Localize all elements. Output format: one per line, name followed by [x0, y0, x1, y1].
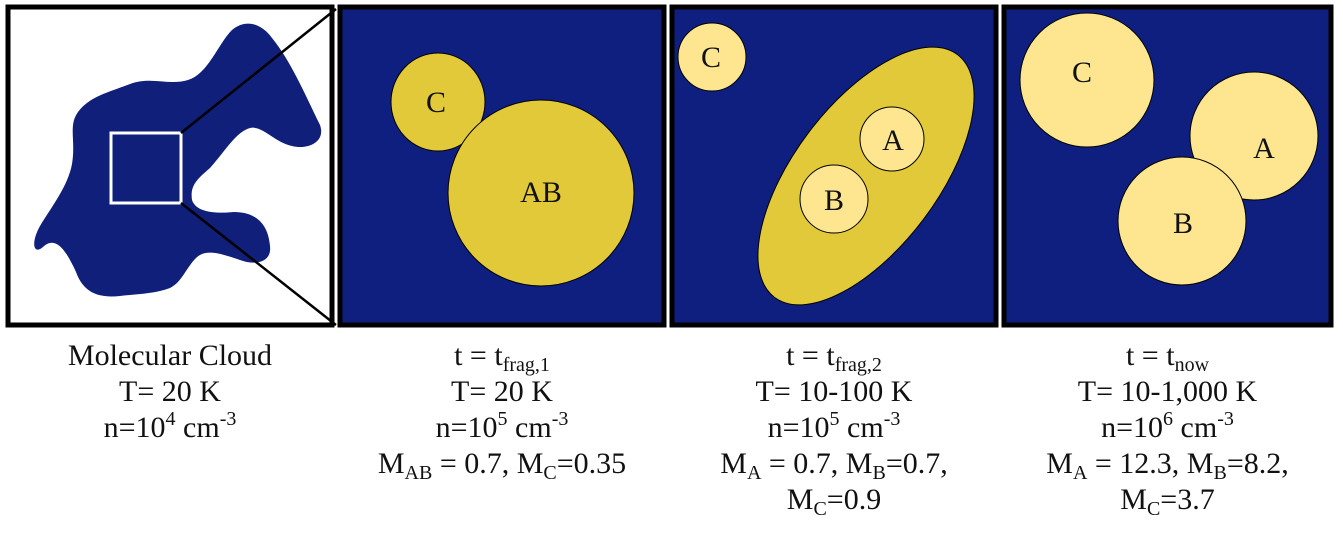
- caption-text: = 0.7, M: [432, 447, 544, 480]
- caption-text: cm: [507, 411, 552, 444]
- caption-text: cm: [175, 411, 220, 444]
- panel-t-frag-2: C A B: [669, 4, 999, 328]
- panel-t-frag-1: C AB: [337, 4, 667, 328]
- caption-text: T= 10-100 K: [755, 375, 913, 408]
- caption-text: t = t: [454, 339, 503, 372]
- caption-text: = 0.7, M: [761, 447, 873, 480]
- subscript: C: [1146, 498, 1161, 520]
- star-label-c: C: [1072, 56, 1092, 89]
- panel-t-now: C A B: [1001, 4, 1334, 328]
- protostar-a: [859, 106, 925, 172]
- caption-text: Molecular Cloud: [67, 339, 273, 372]
- superscript: 5: [829, 408, 840, 430]
- caption-line: T= 20 K: [8, 374, 332, 410]
- superscript: 4: [165, 408, 176, 430]
- caption-text: t = t: [786, 339, 835, 372]
- subscript: B: [872, 462, 886, 484]
- molecular-cloud-shape: [34, 23, 322, 297]
- core-c: [390, 52, 486, 152]
- caption-line: MA = 0.7, MB=0.7,: [672, 446, 996, 484]
- star-label-a: A: [882, 124, 904, 157]
- superscript: -3: [1217, 408, 1234, 430]
- caption-line: t = tnow: [1004, 338, 1331, 376]
- caption-text: cm: [839, 411, 884, 444]
- caption-line: T= 20 K: [340, 374, 664, 410]
- protostar-b: [1117, 156, 1247, 286]
- caption-line: MA = 12.3, MB=8.2,: [1004, 446, 1331, 484]
- protostar-b: [799, 164, 869, 234]
- subscript: frag,2: [834, 354, 882, 376]
- subscript: C: [543, 462, 557, 484]
- subscript: now: [1174, 354, 1210, 376]
- caption-text: cm: [1173, 411, 1218, 444]
- caption-line: n=104 cm-3: [8, 408, 332, 446]
- superscript: -3: [551, 408, 569, 430]
- caption-line: Molecular Cloud: [8, 338, 332, 374]
- core-label-c: C: [426, 86, 446, 119]
- subscript: frag,1: [502, 354, 550, 376]
- subscript: A: [1072, 462, 1088, 484]
- caption-text: =0.35: [556, 447, 627, 480]
- caption-line: n=106 cm-3: [1004, 408, 1331, 446]
- core-ab: [447, 99, 635, 287]
- zoom-line-top: [180, 8, 337, 134]
- caption-text: M: [1120, 483, 1147, 516]
- caption-text: T= 10-1,000 K: [1077, 375, 1258, 408]
- zoom-line-bottom: [180, 202, 337, 326]
- caption-text: M: [1046, 447, 1073, 480]
- elongated-core: [757, 46, 975, 306]
- core-label-ab: AB: [520, 176, 562, 209]
- caption-text: n=10: [435, 411, 498, 444]
- caption-text: T= 20 K: [451, 375, 553, 408]
- caption-text: t = t: [1125, 339, 1175, 372]
- star-label-b: B: [1173, 207, 1193, 240]
- diagram-figure: C AB C A B C A B: [5, 4, 1334, 328]
- protostar-a: [1189, 71, 1319, 201]
- caption-line: T= 10-1,000 K: [1004, 374, 1331, 410]
- caption-line: MAB = 0.7, MC=0.35: [340, 446, 664, 484]
- caption-text: M: [720, 447, 747, 480]
- superscript: -3: [883, 408, 901, 430]
- panel-molecular-cloud: [5, 4, 337, 328]
- caption-text: =8.2,: [1226, 447, 1289, 480]
- caption-text: n=10: [103, 411, 166, 444]
- caption-line: MC=3.7: [1004, 482, 1331, 520]
- caption-line: MC=0.9: [672, 482, 996, 520]
- zoom-region-box: [109, 131, 183, 205]
- caption-text: =0.9: [826, 483, 882, 516]
- superscript: 5: [497, 408, 508, 430]
- caption-text: n=10: [767, 411, 830, 444]
- caption-text: =0.7,: [885, 447, 948, 480]
- star-label-a: A: [1253, 132, 1275, 165]
- caption-text: M: [377, 447, 405, 480]
- protostar-c: [677, 22, 747, 92]
- superscript: -3: [219, 408, 237, 430]
- subscript: AB: [404, 462, 433, 484]
- caption-line: T= 10-100 K: [672, 374, 996, 410]
- caption-text: = 12.3, M: [1087, 447, 1214, 480]
- caption-text: =3.7: [1160, 483, 1215, 516]
- caption-line: n=105 cm-3: [340, 408, 664, 446]
- star-label-b: B: [824, 184, 844, 217]
- caption-text: T= 20 K: [119, 375, 221, 408]
- superscript: 6: [1163, 408, 1174, 430]
- caption-line: t = tfrag,1: [340, 338, 664, 376]
- subscript: C: [813, 498, 827, 520]
- subscript: A: [746, 462, 762, 484]
- caption-text: n=10: [1101, 411, 1164, 444]
- caption-line: n=105 cm-3: [672, 408, 996, 446]
- protostar-c: [1019, 12, 1155, 148]
- caption-line: t = tfrag,2: [672, 338, 996, 376]
- subscript: B: [1213, 462, 1227, 484]
- caption-text: M: [786, 483, 814, 516]
- star-label-c: C: [701, 41, 721, 74]
